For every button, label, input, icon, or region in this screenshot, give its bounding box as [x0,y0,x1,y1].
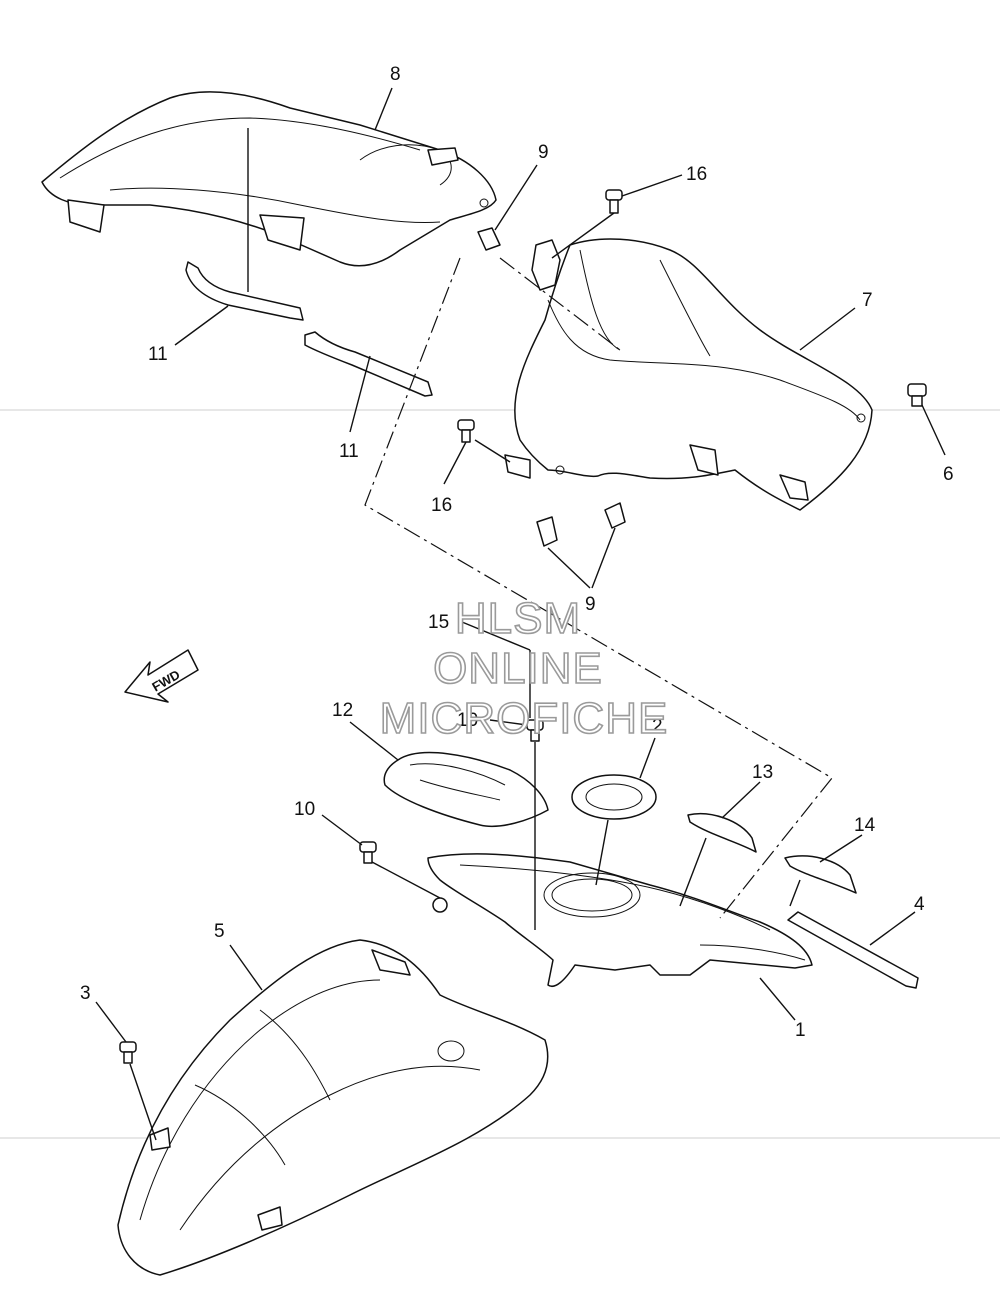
callout-labels: 8 9 16 7 11 11 6 16 9 15 12 10 2 13 14 1… [80,64,954,1041]
callout-7: 7 [862,290,873,311]
part-10-screw-lower[interactable] [359,841,377,864]
callout-2: 2 [652,716,663,737]
callout-5: 5 [214,921,225,942]
part-16-screw-top[interactable] [605,189,623,214]
part-16-screw-mid[interactable] [457,419,475,443]
callout-11-left: 11 [148,344,168,365]
callout-10-upper: 10 [457,710,478,731]
callout-16-top: 16 [686,164,707,185]
part-5-front-fairing[interactable] [117,939,549,1276]
leader-lines [95,87,946,1141]
part-9-clip-bottom-left[interactable] [536,516,558,547]
callout-3: 3 [80,983,91,1004]
callout-1: 1 [795,1020,806,1041]
part-13-patch[interactable] [687,813,757,853]
callout-10-lower: 10 [294,799,315,820]
callout-12: 12 [332,700,353,721]
part-11-strip-left[interactable] [185,261,304,321]
callout-9-top: 9 [538,142,549,163]
part-1-inner-panel[interactable] [427,853,813,987]
watermark-line3: MICROFICHE [380,694,669,743]
callout-15: 15 [428,612,449,633]
part-3-screw[interactable] [119,1041,137,1064]
part-9-clip-bottom-right[interactable] [604,502,626,529]
watermark-line2: ONLINE [433,644,603,693]
part-4-strip[interactable] [787,911,919,989]
part-6-screw[interactable] [907,383,927,407]
callout-8: 8 [390,64,401,85]
callout-4: 4 [914,894,925,915]
part-14-patch[interactable] [784,855,857,894]
watermark-line1: HLSM [455,594,581,643]
watermark: HLSM ONLINE MICROFICHE [379,593,669,744]
callout-9-bottom: 9 [585,594,596,615]
fwd-arrow: FWD [124,649,199,703]
part-12-duct[interactable] [383,751,549,828]
part-8-upper-cover[interactable] [41,91,497,267]
callout-14: 14 [854,815,876,836]
part-7-side-cover[interactable] [504,238,873,511]
callout-11-mid: 11 [339,441,359,462]
part-2-grommet[interactable] [571,774,657,820]
callout-6: 6 [943,464,954,485]
part-9-clip-top[interactable] [477,227,561,291]
assembly-guide-lines [364,257,833,919]
callout-13: 13 [752,762,773,783]
callout-16-mid: 16 [431,495,452,516]
